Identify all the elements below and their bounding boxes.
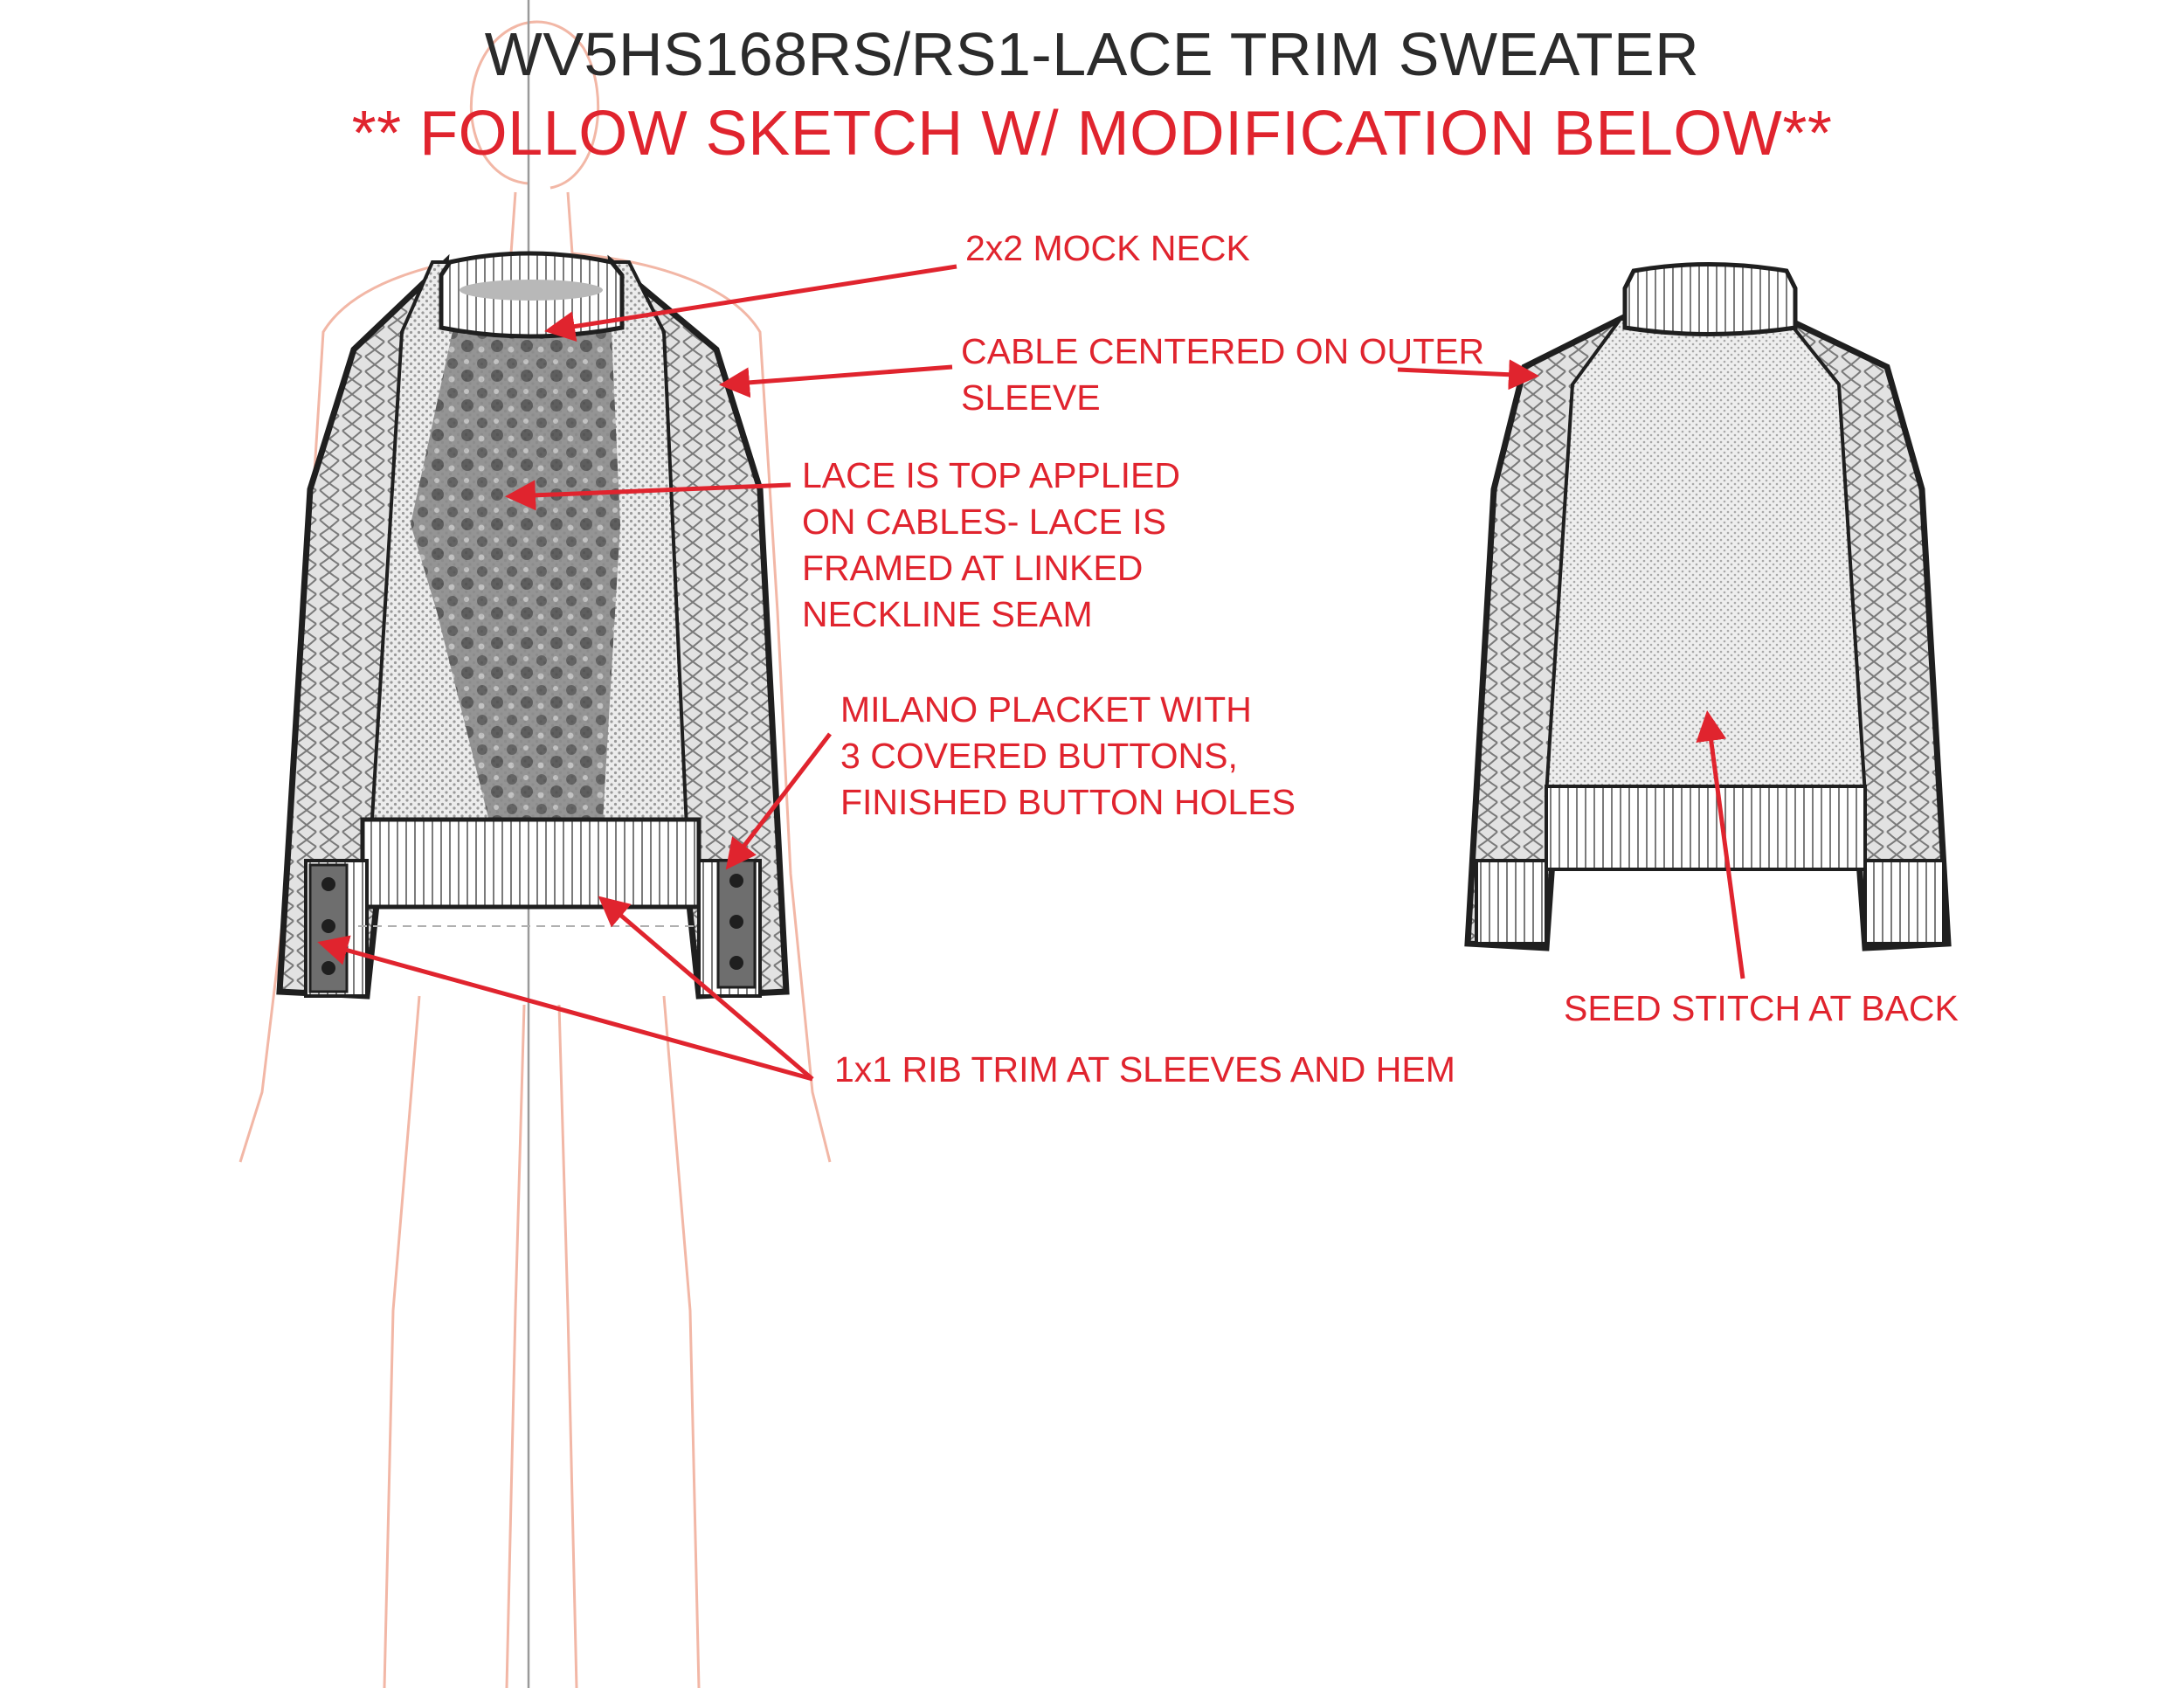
callout-line: CABLE CENTERED ON OUTER [961,331,1485,371]
arrow-cable-back [1397,359,1539,391]
croquis-head [470,20,600,190]
back-body [1544,317,1868,797]
front-lace-panel [411,262,620,821]
back-right-cuff [1863,859,1946,945]
callout-line: 3 COVERED BUTTONS, [840,736,1238,776]
back-mock-neck [1622,262,1798,336]
croquis-left-leg [383,995,526,1688]
callout-seed: SEED STITCH AT BACK [1564,986,1959,1032]
back-hem-rib [1545,785,1867,871]
page-title: WV5HS168RS/RS1-LACE TRIM SWEATER [484,20,1700,88]
button-icon [321,961,335,975]
page-subtitle: ** FOLLOW SKETCH W/ MODIFICATION BELOW** [351,99,1833,169]
callout-line: 2x2 MOCK NECK [965,228,1250,268]
arrow-cable-front [719,364,953,398]
callout-line: FINISHED BUTTON HOLES [840,782,1296,822]
arrow-rib-sleeve [317,935,813,1082]
callout-lace: LACE IS TOP APPLIED ON CABLES- LACE IS F… [802,453,1180,638]
button-icon [729,915,743,929]
back-sweater [1464,262,1952,951]
arrow-rib-hem [598,896,814,1081]
callout-line: LACE IS TOP APPLIED [802,455,1181,495]
arrow-seed [1696,710,1745,979]
front-sweater [276,251,790,1000]
arrow-lace [505,480,791,511]
callout-line: NECKLINE SEAM [802,594,1093,634]
front-hem-rib [360,817,702,910]
front-neck-opening [460,280,603,301]
callout-line: MILANO PLACKET WITH [840,689,1252,730]
button-icon [729,956,743,970]
callout-line: SLEEVE [961,377,1101,418]
button-icon [321,877,335,891]
callout-line: SEED STITCH AT BACK [1564,988,1959,1028]
arrow-placket [725,732,832,870]
callout-rib: 1x1 RIB TRIM AT SLEEVES AND HEM [834,1047,1455,1093]
back-left-cuff [1475,859,1548,945]
button-icon [729,874,743,888]
callout-line: 1x1 RIB TRIM AT SLEEVES AND HEM [834,1049,1455,1090]
callout-line: ON CABLES- LACE IS [802,502,1166,542]
callout-placket: MILANO PLACKET WITH 3 COVERED BUTTONS, F… [840,687,1296,826]
croquis-neck [509,191,574,254]
callout-line: FRAMED AT LINKED [802,548,1144,588]
callout-mock-neck: 2x2 MOCK NECK [965,225,1250,272]
arrow-mock-neck [544,264,957,342]
annotation-arrows [317,264,1745,1082]
callout-cable: CABLE CENTERED ON OUTER SLEEVE [961,329,1484,421]
button-icon [321,919,335,933]
croquis-right-leg [557,995,701,1688]
